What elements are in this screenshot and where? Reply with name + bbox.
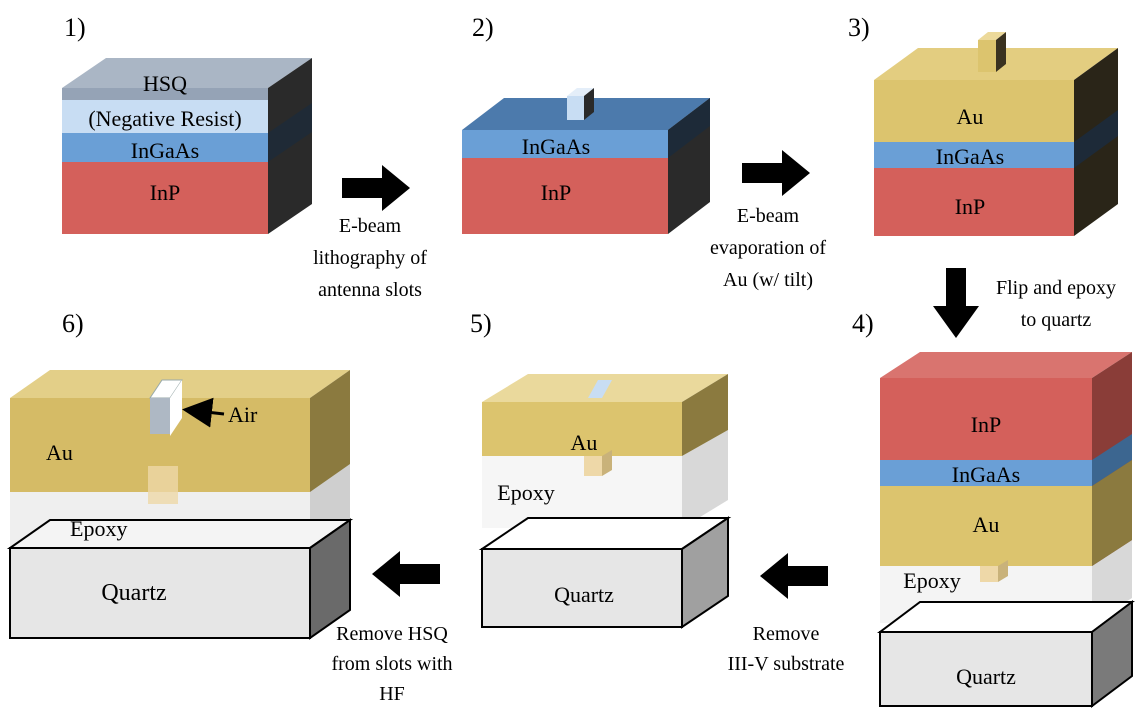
step-5-quartz-label: Quartz — [554, 582, 614, 607]
step-6-air-label: Air — [228, 402, 258, 427]
step-3: 3) Au InGaAs InP — [848, 13, 1118, 236]
step-3-ingaas-label: InGaAs — [936, 144, 1004, 169]
step-6: 6) Au Air Epoxy Quartz — [6, 309, 354, 640]
step-5-epoxy-label: Epoxy — [497, 480, 554, 505]
transition-1-line-3: antenna slots — [318, 279, 422, 301]
transition-2-line-1: E-beam — [737, 205, 800, 227]
transition-2-line-3: Au (w/ tilt) — [723, 269, 813, 291]
step-6-au-label: Au — [46, 440, 73, 465]
step-1-resist-label: (Negative Resist) — [88, 106, 241, 131]
step-1-inp-label: InP — [150, 180, 181, 205]
air-pointer-arrow — [182, 397, 225, 428]
step-4-inp-label: InP — [971, 412, 1002, 437]
step-3-number: 3) — [848, 13, 870, 42]
transition-2-label: E-beam evaporation of Au (w/ tilt) — [710, 205, 826, 291]
step-4-ingaas-label: InGaAs — [952, 462, 1020, 487]
arrow-5-to-6 — [372, 551, 440, 597]
step-3-au-label: Au — [957, 104, 984, 129]
transition-5-line-3: HF — [379, 683, 405, 705]
step-6-number: 6) — [62, 309, 84, 338]
step-6-epoxy-label: Epoxy — [70, 516, 127, 541]
step-5: 5) Au Epoxy Quartz — [470, 309, 732, 629]
step-2: 2) InGaAs InP — [462, 13, 710, 234]
transition-1-line-1: E-beam — [339, 215, 402, 237]
step-3-inp-label: InP — [955, 194, 986, 219]
transition-4-label: Remove III-V substrate — [728, 623, 845, 675]
arrow-1-to-2 — [342, 165, 410, 211]
transition-1-label: E-beam lithography of antenna slots — [313, 215, 427, 301]
step-5-number: 5) — [470, 309, 492, 338]
step-1-hsq-label: HSQ — [143, 71, 187, 96]
transition-1-line-2: lithography of — [313, 247, 427, 269]
step-1-number: 1) — [64, 13, 86, 42]
step-6-quartz-label: Quartz — [101, 580, 166, 606]
step-4-quartz-label: Quartz — [956, 664, 1016, 689]
transition-2-line-2: evaporation of — [710, 237, 826, 259]
transition-3-label: Flip and epoxy to quartz — [996, 277, 1116, 331]
transition-5-line-2: from slots with — [331, 653, 452, 675]
step-1-ingaas-label: InGaAs — [131, 138, 199, 163]
transition-5-label: Remove HSQ from slots with HF — [331, 623, 452, 705]
step-4-number: 4) — [852, 309, 874, 338]
step-4: 4) InP InGaAs Au Epoxy Quartz — [852, 309, 1135, 708]
step-4-au-label: Au — [973, 512, 1000, 537]
step-2-number: 2) — [472, 13, 494, 42]
step-1: 1) HSQ (Negative Resist) InGaAs InP — [62, 13, 312, 234]
step-4-epoxy-label: Epoxy — [903, 568, 960, 593]
transition-4-line-2: III-V substrate — [728, 653, 845, 675]
transition-4-line-1: Remove — [753, 623, 820, 645]
step-2-ingaas-label: InGaAs — [522, 134, 590, 159]
arrow-4-to-5 — [760, 553, 828, 599]
transition-3-line-1: Flip and epoxy — [996, 277, 1116, 299]
step-5-au-label: Au — [571, 430, 598, 455]
arrow-2-to-3 — [742, 150, 810, 196]
step-2-inp-label: InP — [541, 180, 572, 205]
transition-5-line-1: Remove HSQ — [336, 623, 448, 645]
transition-3-line-2: to quartz — [1021, 309, 1092, 331]
arrow-3-to-4 — [933, 268, 979, 338]
